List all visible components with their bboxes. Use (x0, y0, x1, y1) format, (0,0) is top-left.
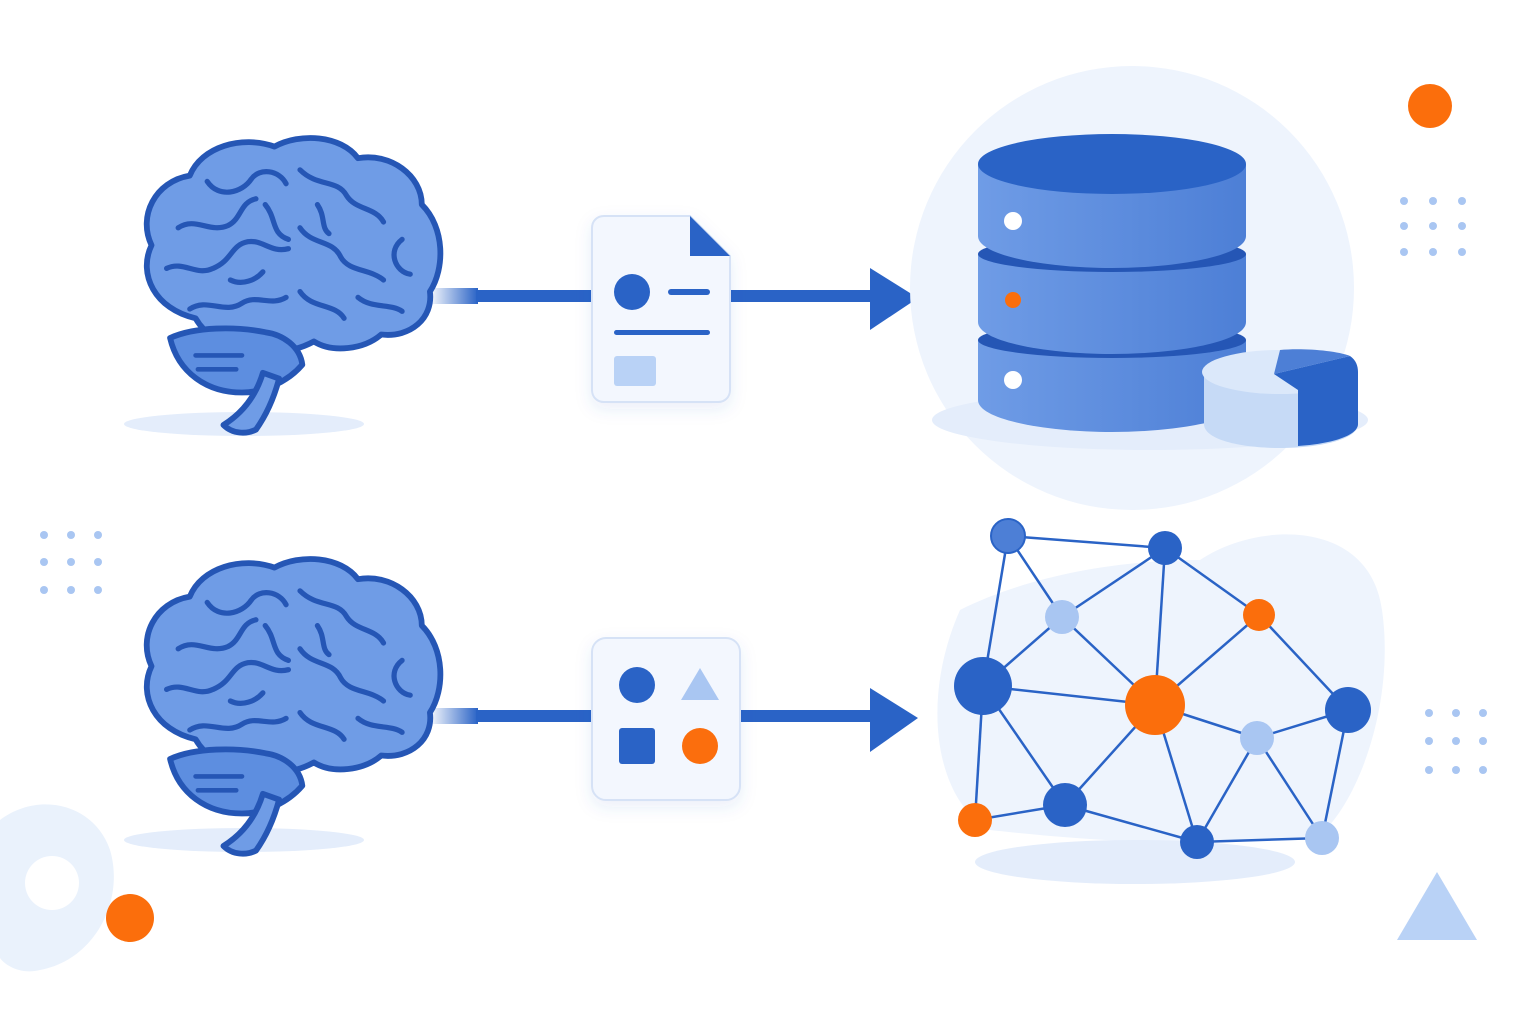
dot-grid-icon (1400, 197, 1466, 256)
orange-dot-icon (1408, 84, 1452, 128)
arrow-head-icon (870, 268, 918, 330)
network-graph-icon (937, 518, 1385, 884)
network-node (1240, 721, 1274, 755)
diagram-row-2 (124, 518, 1385, 884)
network-node (958, 803, 992, 837)
pie-cylinder-icon (1202, 349, 1358, 448)
network-node (990, 518, 1026, 554)
diagram-row-1 (124, 66, 1368, 510)
shapes-card-icon (591, 637, 741, 801)
network-node (1045, 600, 1079, 634)
network-node (1148, 531, 1182, 565)
dot-grid-icon (1425, 709, 1487, 774)
dot-grid-icon (40, 531, 102, 594)
network-node (1243, 599, 1275, 631)
network-node (954, 657, 1012, 715)
network-node (1305, 821, 1339, 855)
network-node (1180, 825, 1214, 859)
arrow-tail (428, 288, 478, 304)
arrow-head-icon (870, 688, 918, 752)
triangle-icon (1397, 872, 1477, 940)
network-node (1043, 783, 1087, 827)
database-stack-icon (910, 66, 1368, 510)
brain-icon (147, 559, 441, 854)
ring-icon (0, 804, 114, 972)
network-node (1125, 675, 1185, 735)
brain-icon (147, 138, 441, 433)
network-node (1325, 687, 1371, 733)
arrow-tail (428, 708, 478, 724)
document-card-icon (591, 215, 731, 403)
orange-dot-icon (106, 894, 154, 942)
